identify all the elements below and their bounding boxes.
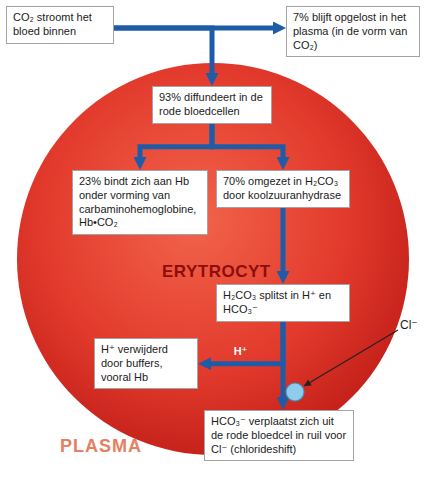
process-box: 7% blijft opgelost in het plasma (in de …: [286, 6, 420, 57]
box-text: H⁺ verwijderd door buffers, vooral Hb: [101, 343, 191, 384]
box-text: HCO₃⁻ verplaatst zich uit de rode bloedc…: [211, 415, 347, 456]
process-box: H₂CO₃ splitst in H⁺ en HCO₃⁻: [216, 284, 350, 322]
flow-arrow: [281, 208, 286, 277]
cell-circle: ERYTROCYT 93% diffundeert in de rode bloe…: [16, 62, 410, 456]
box-text: 70% omgezet in H₂CO₃ door koolzuuranhydr…: [223, 175, 343, 203]
cell-name: ERYTROCYT: [162, 262, 271, 282]
flow-arrow: [281, 322, 286, 403]
process-box: 70% omgezet in H₂CO₃ door koolzuuranhydr…: [216, 170, 350, 208]
process-box: 93% diffundeert in de rode bloedcellen: [152, 86, 272, 124]
box-text: 93% diffundeert in de rode bloedcellen: [159, 91, 265, 119]
box-text: CO₂ stroomt het bloed binnen: [13, 11, 107, 39]
process-box: HCO₃⁻ verplaatst zich uit de rode bloedc…: [204, 410, 354, 461]
box-text: H₂CO₃ splitst in H⁺ en HCO₃⁻: [223, 289, 343, 317]
process-box: H⁺ verwijderd door buffers, vooral Hb: [94, 338, 198, 389]
process-box: CO₂ stroomt het bloed binnen: [6, 6, 114, 44]
cell-body: [17, 63, 409, 455]
edge-label: H⁺: [234, 345, 248, 358]
transporter-symbol: [286, 383, 304, 401]
box-text: 23% bindt zich aan Hb onder vorming van …: [79, 175, 201, 230]
box-text: 7% blijft opgelost in het plasma (in de …: [293, 11, 413, 52]
region-label: PLASMA: [60, 436, 142, 458]
ion-label: Cl⁻: [400, 318, 418, 332]
process-box: 23% bindt zich aan Hb onder vorming van …: [72, 170, 208, 235]
